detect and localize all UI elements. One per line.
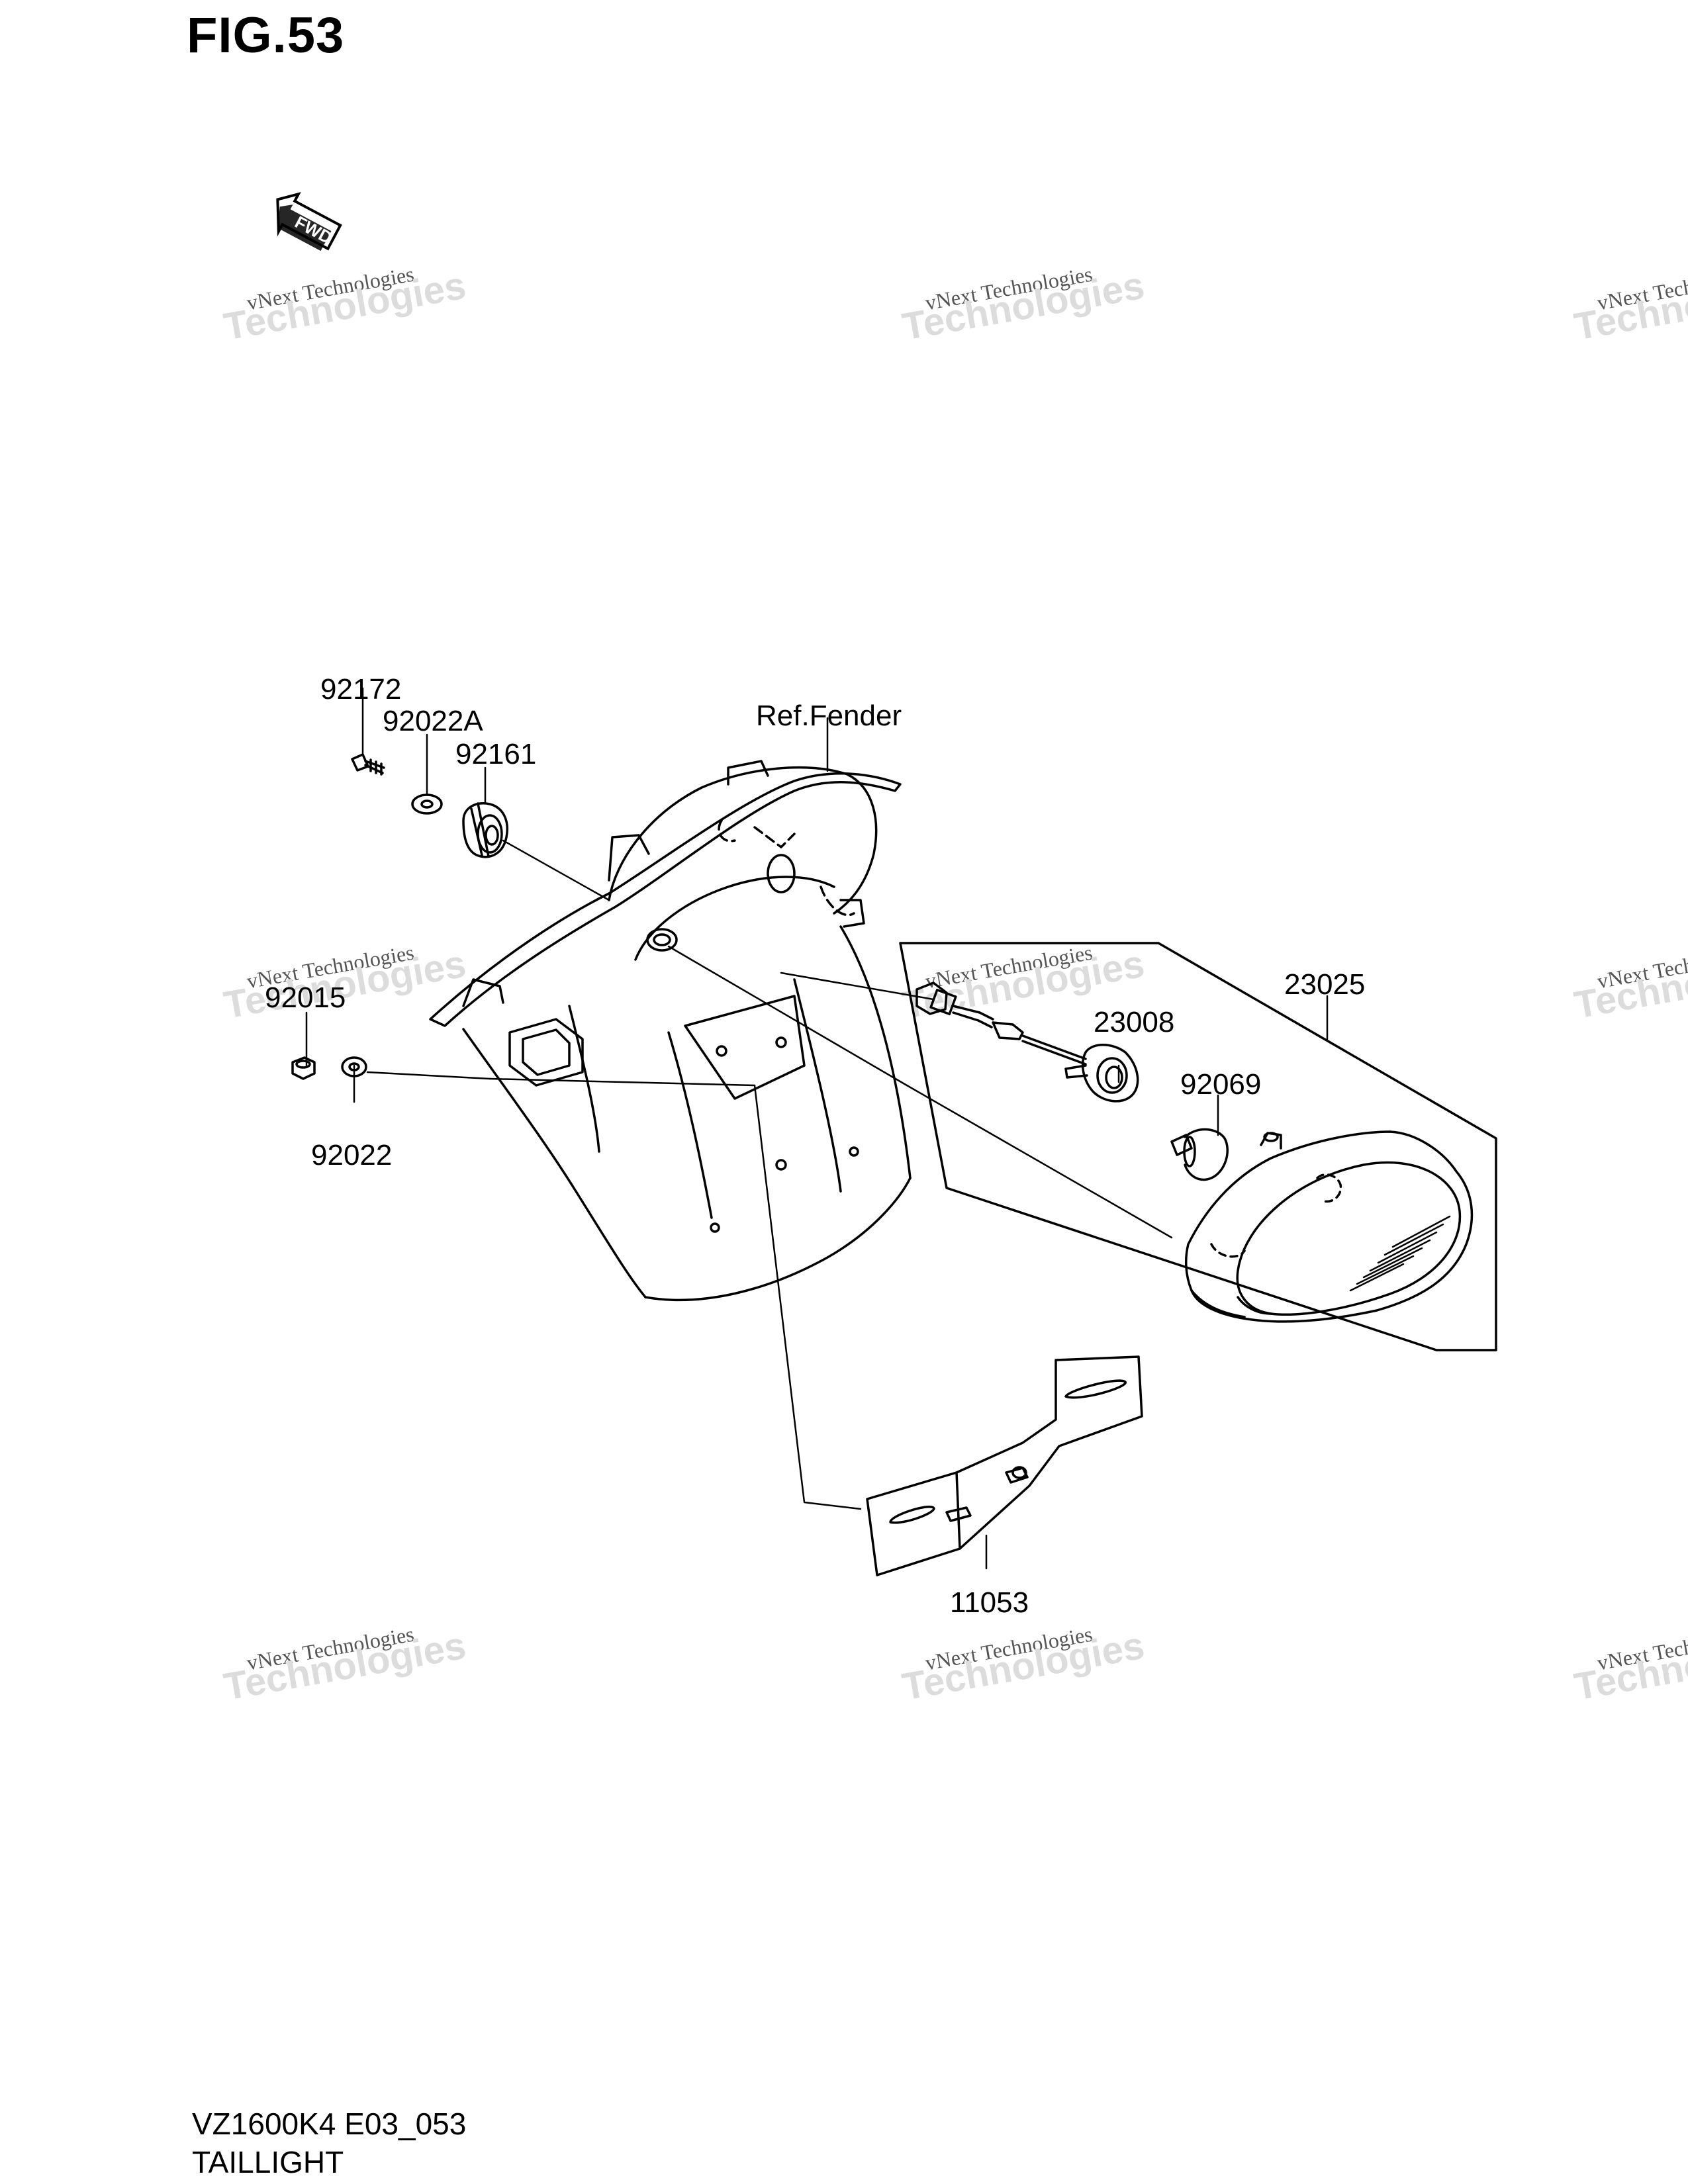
part-label-11053: 11053 [950,1586,1029,1619]
figure-name: TAILLIGHT [192,2145,344,2179]
washer-92022a-drawing [411,794,443,815]
leader-lines [305,687,1329,1570]
grommet-92161-drawing [462,802,508,858]
rear-fender-drawing [429,760,912,1301]
part-label-92172: 92172 [320,673,402,705]
part-label-92161: 92161 [455,738,537,770]
taillight-lens-drawing [1184,1130,1474,1323]
part-label-23025: 23025 [1284,968,1366,1001]
nut-92015-drawing [291,1056,316,1080]
part-label-92022a: 92022A [383,705,483,737]
socket-23008-drawing [915,981,1139,1103]
forward-arrow-icon: FWD [265,189,344,265]
part-label-23008: 23008 [1094,1006,1175,1038]
license-bracket-11053-drawing [866,1355,1143,1576]
taillight-assembly-outline [899,942,1497,1351]
bulb-92069-drawing [1170,1128,1229,1181]
bolt-92172-drawing [351,753,385,776]
washer-92022-drawing [341,1056,367,1077]
part-label-92015: 92015 [265,981,346,1014]
part-label-ref-fender: Ref.Fender [756,700,902,732]
figure-title: FIG.53 [187,7,345,64]
figure-code: VZ1600K4 E03_053 [192,2107,467,2141]
part-label-92022: 92022 [311,1139,393,1171]
part-label-92069: 92069 [1180,1068,1262,1101]
